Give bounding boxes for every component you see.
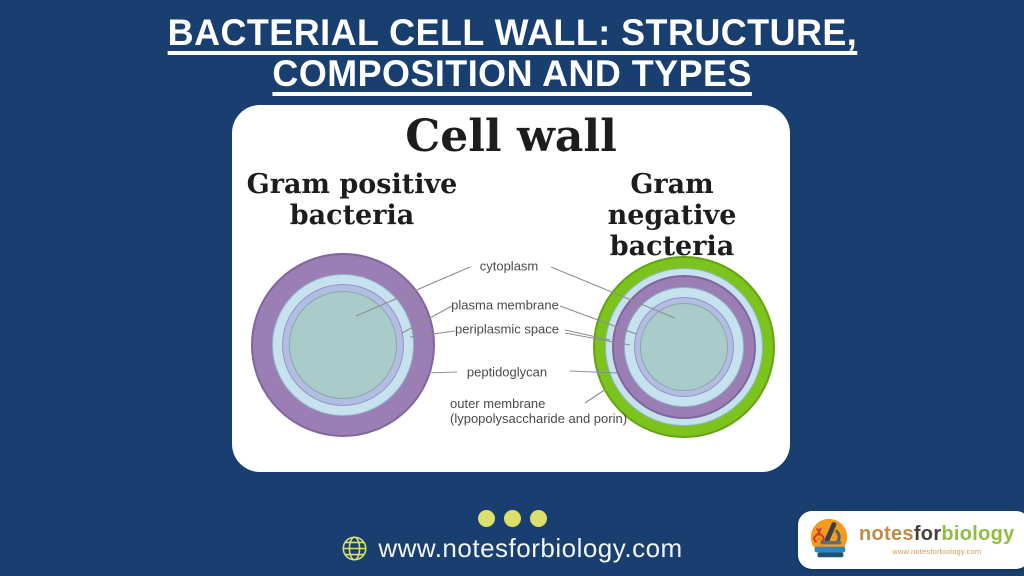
gp-cytoplasm: [289, 291, 397, 399]
label-outer-membrane-line1: outer membrane: [450, 396, 546, 411]
diagram-card: Cell wall Gram positive bacteria Gram ne…: [232, 105, 790, 472]
page-title: BACTERIAL CELL WALL: STRUCTURE, COMPOSIT…: [0, 12, 1024, 95]
microscope-logo-icon: [810, 518, 848, 558]
diagram-title: Cell wall: [405, 111, 617, 162]
label-plasma-membrane: plasma membrane: [451, 297, 559, 313]
gram-negative-heading: Gram negative bacteria: [562, 169, 782, 262]
gram-positive-heading: Gram positive bacteria: [242, 169, 462, 231]
label-outer-membrane-line2: (lypopolysaccharide and porin): [450, 411, 628, 427]
gram-positive-heading-line2: bacteria: [289, 200, 415, 232]
gn-cytoplasm: [640, 303, 728, 391]
label-outer-membrane: outer membrane (lypopolysaccharide and p…: [450, 396, 627, 427]
logo-word-for: for: [913, 523, 942, 545]
label-cytoplasm: cytoplasm: [479, 258, 539, 274]
footer-dots: [0, 510, 1024, 527]
header: BACTERIAL CELL WALL: STRUCTURE, COMPOSIT…: [0, 12, 1024, 95]
footer-website-row: www.notesforbiology.com: [0, 533, 1024, 564]
gram-negative-heading-line1: Gram negative: [607, 169, 737, 232]
globe-icon: [342, 536, 367, 561]
brand-logo-card: notesforbiology www.notesforbiology.com: [798, 511, 1024, 569]
gram-negative-cell: [593, 256, 775, 438]
gram-positive-heading-line1: Gram positive: [246, 169, 458, 200]
logo-word-notes: notes: [859, 523, 914, 545]
footer-website-text: www.notesforbiology.com: [378, 533, 683, 563]
logo-word-biology: biology: [941, 523, 1015, 545]
brand-logo-text: notesforbiology www.notesforbiology.com: [859, 524, 1015, 556]
page-title-line1: BACTERIAL CELL WALL: STRUCTURE,: [167, 12, 857, 53]
label-periplasmic-space: periplasmic space: [454, 321, 560, 337]
dot-icon: [477, 510, 495, 527]
label-connector-lines: [355, 266, 676, 404]
dot-icon: [503, 510, 521, 527]
label-peptidoglycan: peptidoglycan: [466, 364, 548, 380]
page-title-line2: COMPOSITION AND TYPES: [272, 53, 752, 95]
dot-icon: [529, 510, 547, 527]
logo-url: www.notesforbiology.com: [892, 547, 982, 556]
